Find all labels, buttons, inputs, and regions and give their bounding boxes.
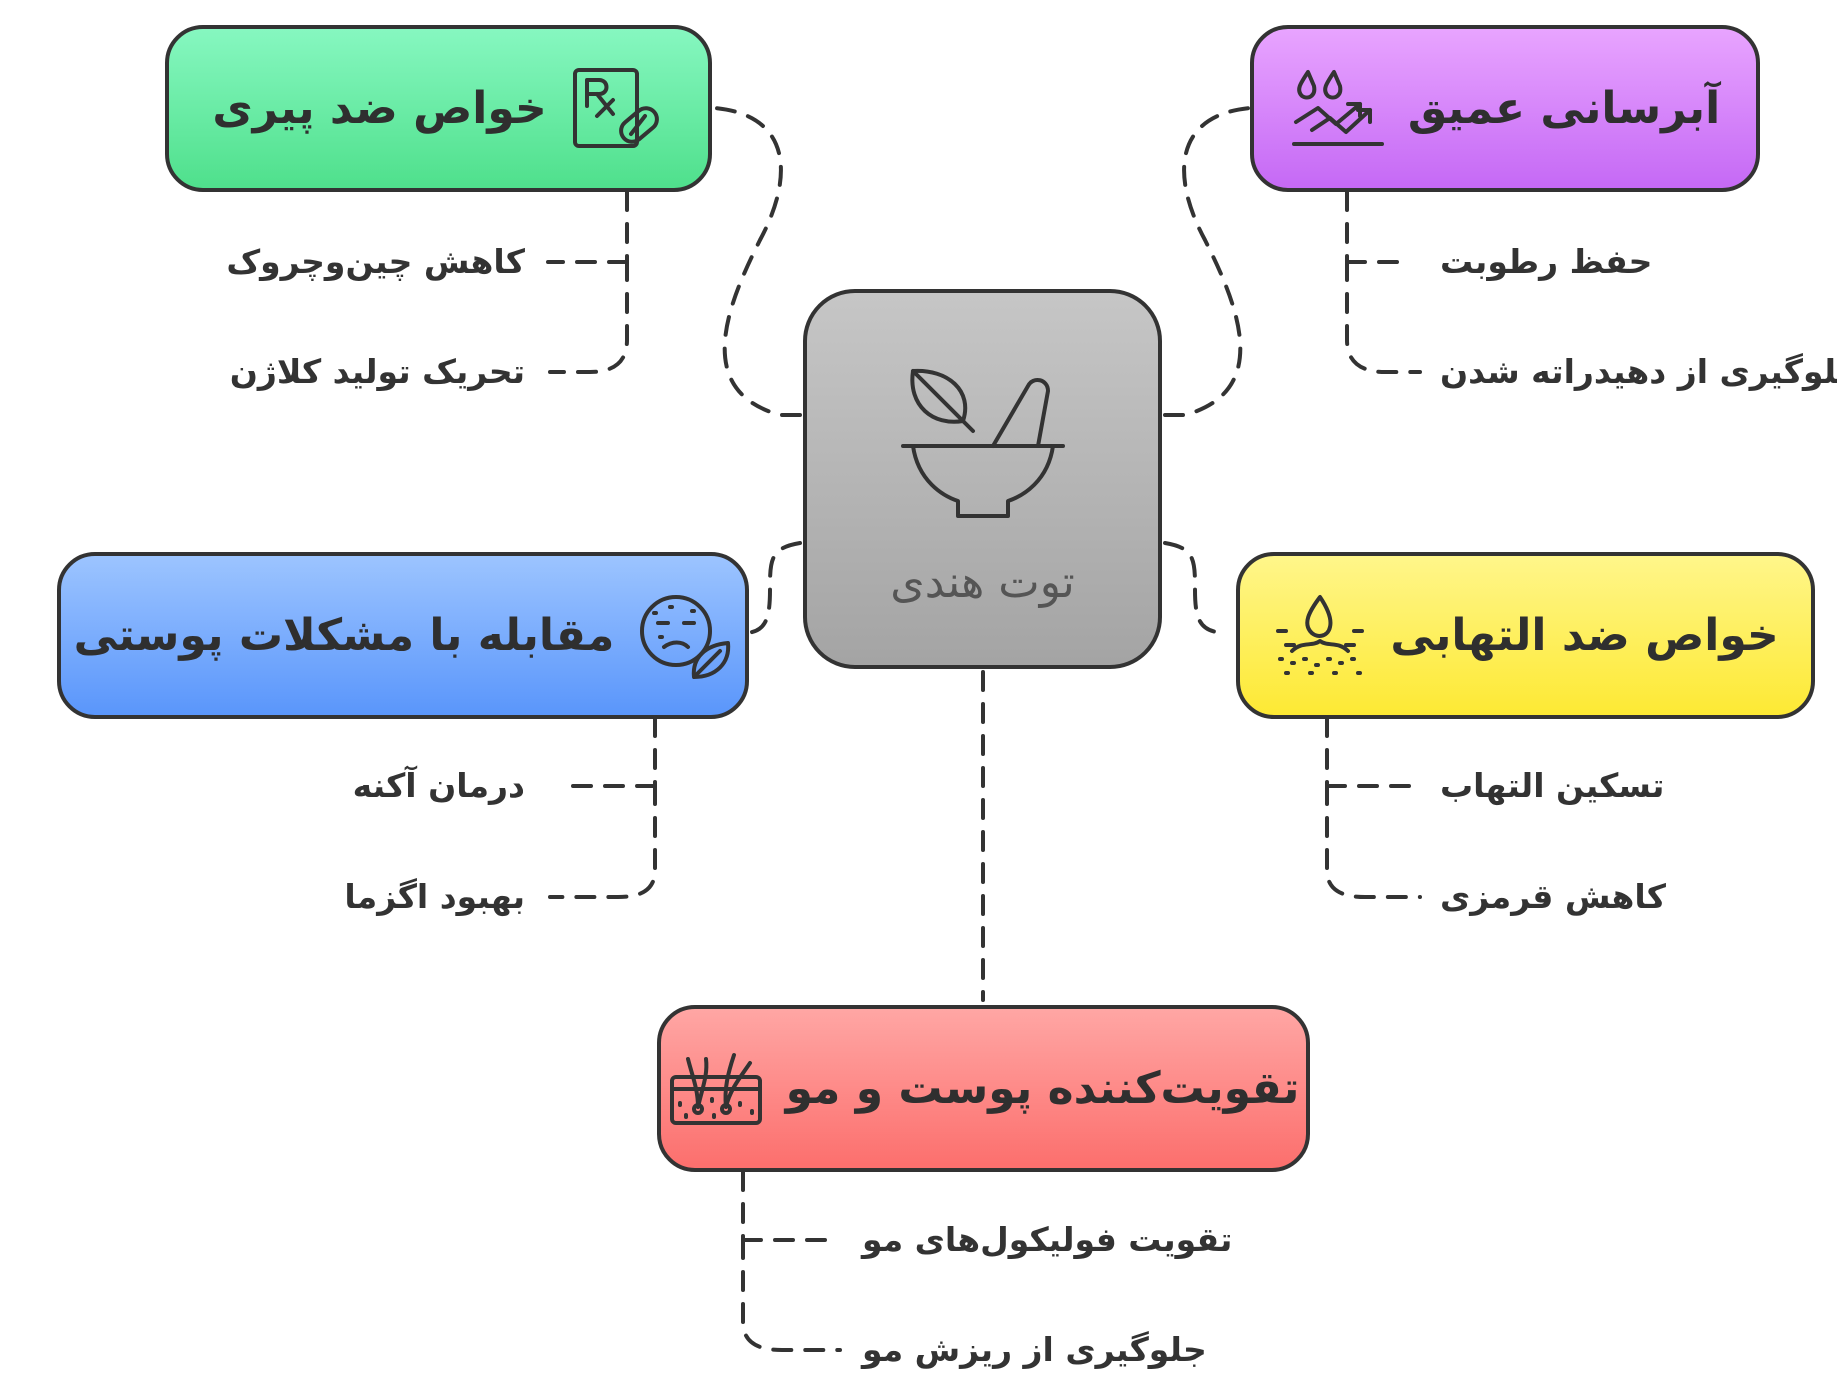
branch-strengthening: تقویت‌کننده پوست و مو [657, 1005, 1310, 1172]
branch-anti-inflammatory: خواص ضد التهابی [1236, 552, 1815, 719]
hair-follicle-icon [668, 1049, 764, 1129]
connector-center-anti-aging [713, 106, 802, 417]
branch-hydration-title: آبرسانی عمیق [1407, 83, 1721, 134]
hydration-item-2: جلوگیری از دهیدراته شدن [1440, 352, 1837, 391]
connector-center-skin-problems [743, 541, 802, 635]
water-drops-growth-icon [1290, 64, 1386, 154]
strengthening-item-1: تقویت فولیکول‌های مو [862, 1220, 1233, 1259]
branch-strengthening-title: تقویت‌کننده پوست و مو [785, 1063, 1300, 1114]
anti-aging-item-1: کاهش چین‌وچروک [226, 242, 525, 281]
connector-hydration-items [1345, 190, 1422, 374]
connector-center-anti-inflammatory [1163, 541, 1227, 635]
face-leaf-icon [636, 591, 732, 681]
strengthening-item-2: جلوگیری از ریزش مو [862, 1330, 1207, 1369]
branch-anti-aging-title: خواص ضد پیری [212, 83, 547, 134]
skin-problems-item-1: درمان آکنه [352, 766, 525, 805]
anti-inflammatory-item-1: تسکین التهاب [1440, 766, 1665, 805]
connector-strengthening-items [741, 1170, 842, 1352]
connector-center-hydration [1163, 106, 1252, 417]
branch-anti-inflammatory-title: خواص ضد التهابی [1390, 610, 1779, 661]
prescription-pill-icon [569, 64, 665, 154]
skin-problems-item-2: بهبود اگزما [344, 877, 525, 916]
branch-skin-problems-title: مقابله با مشکلات پوستی [73, 610, 615, 661]
connector-anti-inflammatory-items [1325, 716, 1422, 899]
center-node: توت هندی [803, 289, 1162, 669]
anti-inflammatory-item-2: کاهش قرمزی [1440, 877, 1666, 916]
branch-anti-aging: خواص ضد پیری [165, 25, 712, 192]
soothing-drop-icon [1272, 591, 1368, 681]
branch-hydration: آبرسانی عمیق [1250, 25, 1760, 192]
connector-skin-problems-items [548, 716, 657, 899]
anti-aging-item-2: تحریک تولید کلاژن [229, 352, 525, 391]
mortar-pestle-leaf-icon [893, 351, 1073, 535]
hydration-item-1: حفظ رطوبت [1440, 242, 1653, 281]
branch-skin-problems: مقابله با مشکلات پوستی [57, 552, 749, 719]
connector-anti-aging-items [546, 190, 629, 374]
center-title: توت هندی [890, 556, 1075, 608]
